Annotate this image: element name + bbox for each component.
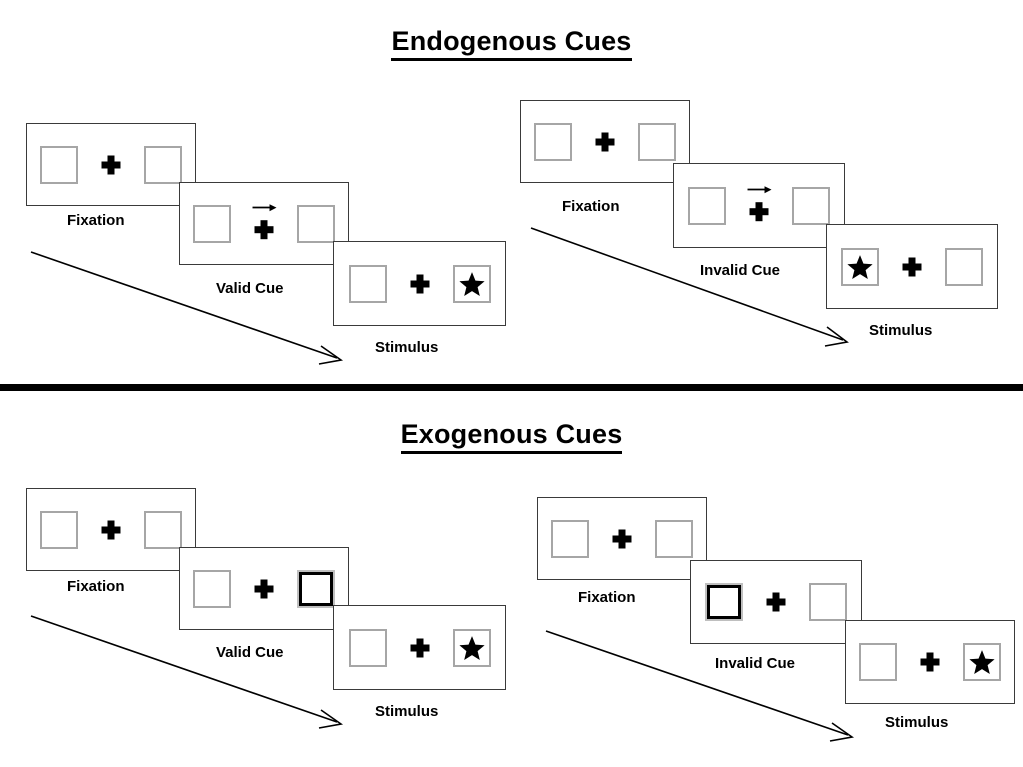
- star-icon: [847, 254, 873, 279]
- star-icon: [969, 650, 995, 675]
- right-box-empty: [638, 122, 676, 161]
- time-arrow-exogenous-invalid: [545, 630, 855, 742]
- plus-icon: [410, 638, 429, 657]
- plus-icon: [749, 201, 769, 221]
- frame-exogenous-invalid-cue: [690, 560, 862, 644]
- frame-endogenous-valid-cue: [179, 182, 349, 265]
- arrow-right-cue-icon: [252, 203, 277, 211]
- frame-exogenous-valid-stimulus: [333, 605, 506, 690]
- frame-endogenous-invalid-stimulus: [826, 224, 998, 309]
- fixation-cross: [915, 640, 945, 684]
- fixation-cross: [761, 580, 791, 624]
- frame-endogenous-invalid-cue: [673, 163, 845, 248]
- plus-icon: [254, 219, 274, 239]
- right-box-empty: [945, 247, 983, 286]
- fixation-cross: [249, 567, 279, 611]
- right-box-star: [452, 264, 491, 303]
- plus-icon: [920, 652, 940, 672]
- label-endogenous-invalid-fixation: Fixation: [562, 198, 620, 215]
- star-icon: [458, 635, 485, 660]
- time-arrow-endogenous-valid: [30, 251, 344, 365]
- arrow-right-cue-icon: [747, 185, 772, 193]
- frame-exogenous-valid-cue: [179, 547, 349, 630]
- label-exogenous-invalid-stimulus: Stimulus: [885, 714, 949, 731]
- section-divider: [0, 384, 1023, 391]
- right-box-empty: [144, 510, 182, 549]
- section-title-exogenous-text: Exogenous Cues: [400, 419, 623, 454]
- fixation-cross: [897, 245, 927, 289]
- right-box-empty: [655, 519, 693, 558]
- fixation-cross-with-cue: [744, 184, 774, 228]
- left-box-empty: [859, 643, 897, 681]
- frame-endogenous-valid-fixation: [26, 123, 196, 206]
- left-box-empty: [551, 519, 589, 558]
- time-arrow-exogenous-valid: [30, 615, 344, 729]
- right-box-empty: [144, 145, 182, 184]
- time-arrow-endogenous-invalid: [530, 227, 849, 347]
- plus-icon: [410, 274, 429, 293]
- right-box-star: [452, 628, 491, 667]
- right-box-empty: [809, 583, 847, 621]
- left-box-star: [841, 247, 879, 286]
- section-title-exogenous: Exogenous Cues: [0, 419, 1023, 454]
- label-exogenous-invalid-cue: Invalid Cue: [715, 655, 796, 672]
- fixation-cross: [405, 262, 435, 306]
- fixation-cross: [590, 120, 620, 164]
- left-box-empty: [193, 569, 231, 608]
- frame-exogenous-invalid-fixation: [537, 497, 707, 580]
- plus-icon: [766, 592, 786, 612]
- left-box-empty: [348, 628, 387, 667]
- left-box-highlighted: [705, 583, 743, 621]
- frame-exogenous-valid-fixation: [26, 488, 196, 571]
- left-box-empty: [193, 204, 231, 243]
- label-endogenous-valid-fixation: Fixation: [67, 212, 125, 229]
- section-title-endogenous: Endogenous Cues: [0, 26, 1023, 61]
- label-endogenous-invalid-stimulus: Stimulus: [869, 322, 933, 339]
- label-exogenous-invalid-fixation: Fixation: [578, 589, 636, 606]
- left-box-empty: [40, 145, 78, 184]
- fixation-cross: [96, 143, 126, 187]
- left-box-empty: [40, 510, 78, 549]
- fixation-cross: [405, 626, 435, 670]
- fixation-cross-with-cue: [249, 202, 279, 246]
- star-icon: [458, 271, 485, 296]
- label-exogenous-valid-cue: Valid Cue: [216, 644, 284, 661]
- label-endogenous-valid-stimulus: Stimulus: [375, 339, 439, 356]
- left-box-empty: [534, 122, 572, 161]
- right-box-empty: [792, 186, 830, 225]
- label-exogenous-valid-stimulus: Stimulus: [375, 703, 439, 720]
- right-box-highlighted: [297, 569, 335, 608]
- label-exogenous-valid-fixation: Fixation: [67, 578, 125, 595]
- section-title-endogenous-text: Endogenous Cues: [391, 26, 632, 61]
- frame-exogenous-invalid-stimulus: [845, 620, 1015, 704]
- label-endogenous-invalid-cue: Invalid Cue: [700, 262, 781, 279]
- fixation-cross: [96, 508, 126, 552]
- right-box-empty: [297, 204, 335, 243]
- frame-endogenous-valid-stimulus: [333, 241, 506, 326]
- plus-icon: [595, 132, 615, 151]
- plus-icon: [101, 155, 121, 174]
- fixation-cross: [607, 517, 637, 561]
- right-box-star: [963, 643, 1001, 681]
- plus-icon: [902, 257, 922, 276]
- left-box-empty: [348, 264, 387, 303]
- plus-icon: [254, 579, 274, 598]
- frame-endogenous-invalid-fixation: [520, 100, 690, 183]
- label-endogenous-valid-cue: Valid Cue: [216, 280, 284, 297]
- plus-icon: [612, 529, 632, 548]
- plus-icon: [101, 520, 121, 539]
- left-box-empty: [688, 186, 726, 225]
